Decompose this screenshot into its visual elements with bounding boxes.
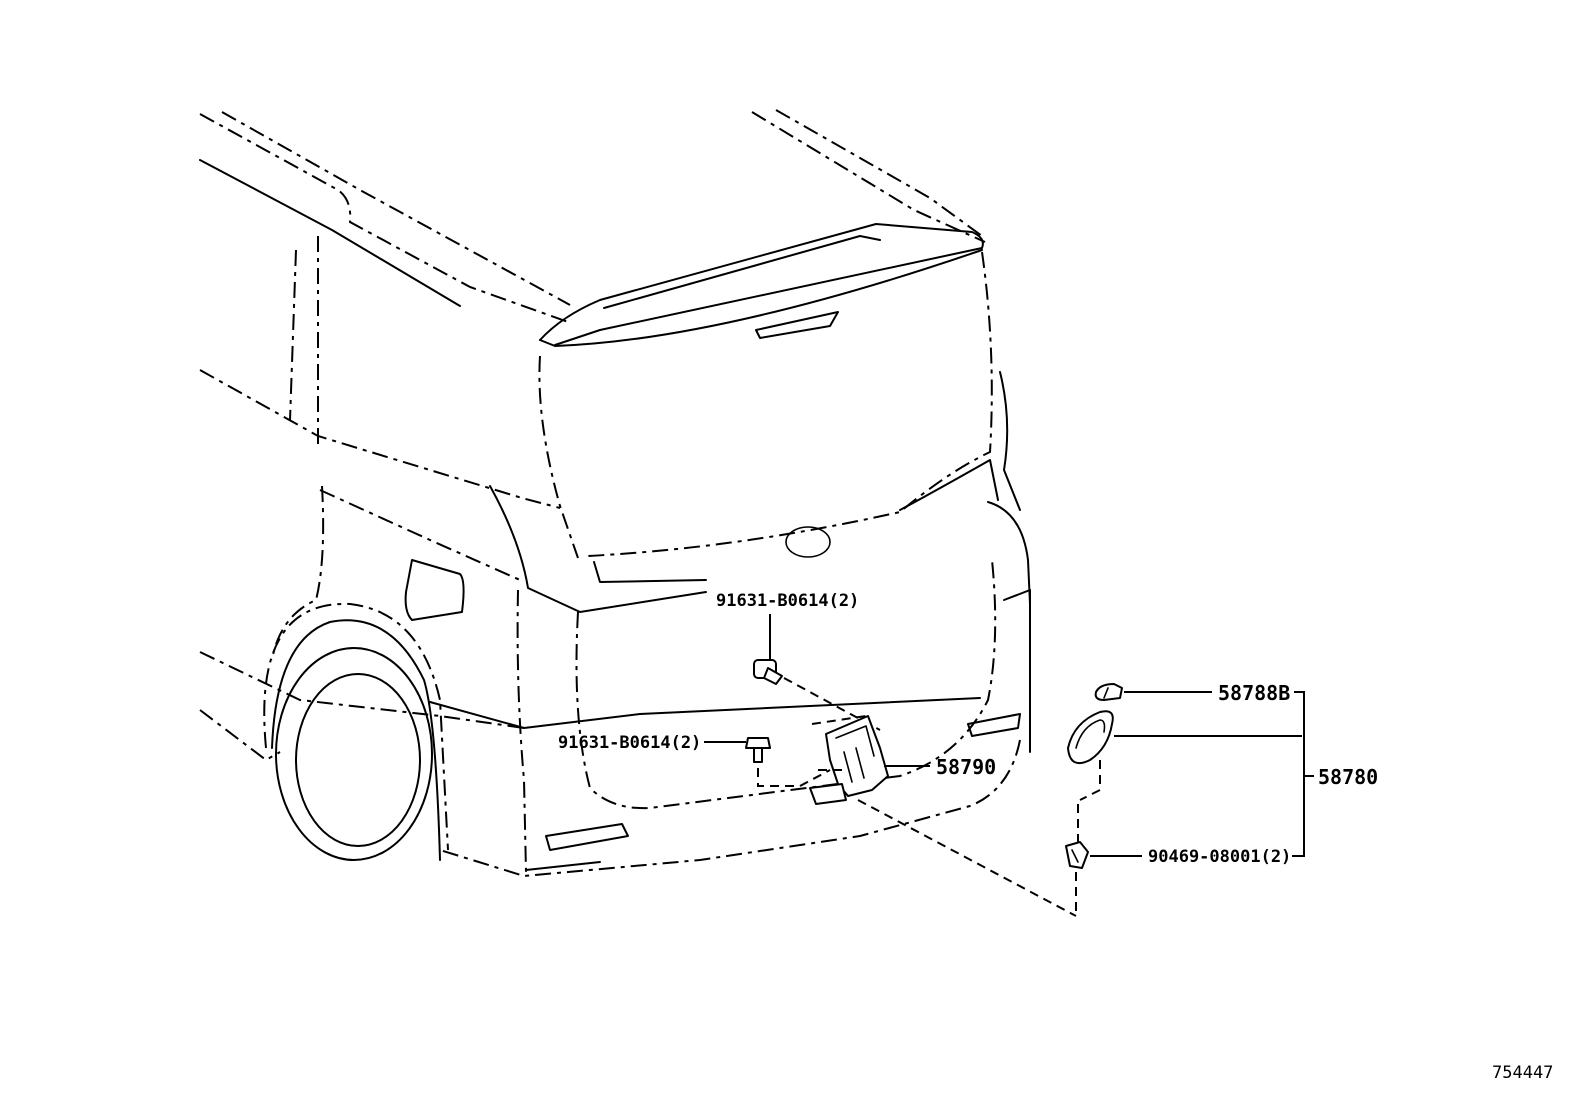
vehicle-outline: [199, 109, 1031, 878]
hook-part: [1094, 683, 1123, 701]
bolt-lower-part: [745, 737, 831, 787]
callout-bolt-lower: 91631-B0614(2): [558, 733, 701, 753]
callout-clip: 90469-08001(2): [1148, 847, 1291, 867]
reference-number: 754447: [1492, 1063, 1553, 1083]
callout-hook: 58788B: [1218, 681, 1290, 705]
callout-bolt-upper: 91631-B0614(2): [716, 591, 859, 611]
callout-cover-assy: 58780: [1318, 765, 1378, 789]
bracket-part: [809, 714, 1077, 917]
cover-part: [1067, 710, 1114, 842]
leader-lines: [704, 614, 1314, 857]
callout-bracket: 58790: [936, 755, 996, 779]
clip-part: [1065, 841, 1089, 916]
